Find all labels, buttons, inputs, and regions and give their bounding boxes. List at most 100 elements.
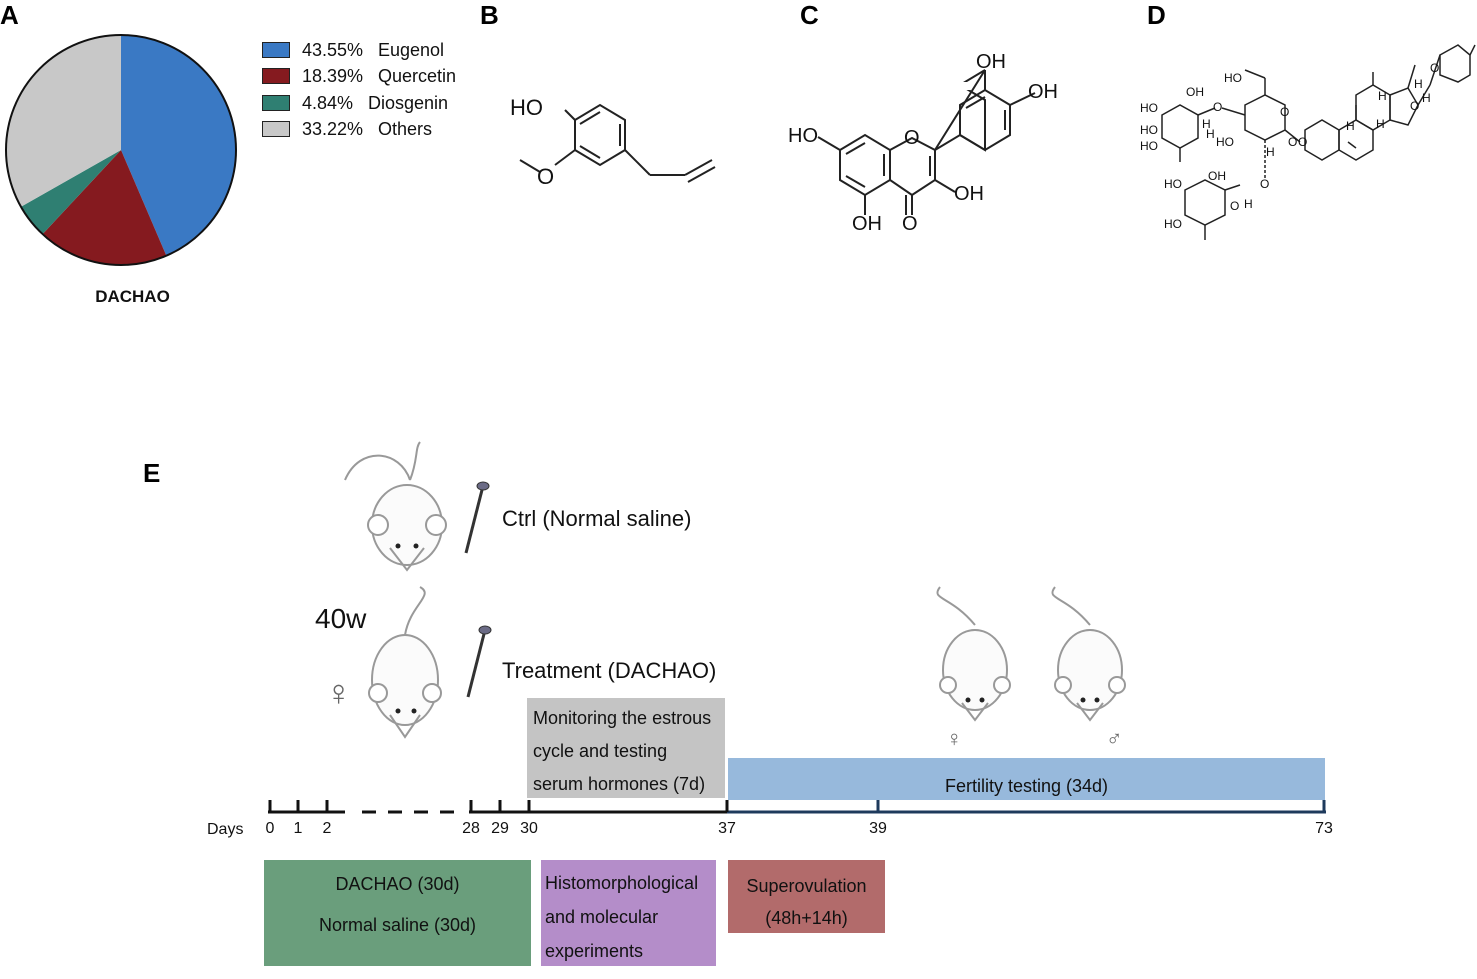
tick-label-73: 73 [1315,820,1333,837]
legend-value-quercetin: 18.39% [302,65,364,86]
diosgenin-label-5: HO [1224,71,1242,85]
legend-value-others: 33.22% [302,118,364,139]
tick-label-39: 39 [869,820,887,837]
panel-label-c: C [800,0,819,30]
legend-label-diosgenin: Diosgenin [368,92,449,113]
eugenol-label-ho: HO [510,95,543,120]
quercetin-label-o-bottom: O [902,213,918,235]
superovulation-line-2: (48h+14h) [765,908,848,928]
diosgenin-label-16: HO [1164,217,1182,231]
histo-line-2: and molecular [545,907,659,927]
diosgenin-label-14: HO [1164,177,1182,191]
diosgenin-label-9: O [1280,105,1289,119]
legend-item-eugenol: 43.55% Eugenol [262,39,444,61]
monitoring-box: Monitoring the estrous cycle and testing… [527,698,725,798]
legend-item-quercetin: 18.39% Quercetin [262,65,456,87]
panel-label-e: E [143,458,161,488]
ctrl-label: Ctrl (Normal saline) [502,506,692,531]
diosgenin-label-18: H [1244,197,1253,211]
diosgenin-label-15: OH [1208,169,1226,183]
legend-label-quercetin: Quercetin [378,65,457,86]
pie-slice-quercetin [42,150,167,265]
diosgenin-label-17: O [1230,199,1239,213]
diosgenin-label-12: H [1206,127,1215,141]
diosgenin-label-1: HO [1140,101,1158,115]
histo-box: Histomorphological and molecular experim… [541,860,716,966]
mouse-ctrl-icon [344,441,447,572]
dachao-line-1: DACHAO (30d) [335,874,460,894]
syringe-treatment-icon [466,625,492,698]
female-symbol-small: ♀ [946,726,963,751]
diosgenin-label-20: H [1346,119,1355,133]
diosgenin-label-8: HO [1216,135,1234,149]
quercetin-label-oh-right: OH [1028,81,1058,103]
pie-slice-eugenol [121,35,236,256]
diosgenin-label-23: H [1414,77,1423,91]
quercetin-structure: OH OH HO O OH OH O [788,51,1058,235]
eugenol-label-o: O [537,164,554,189]
tick-label-37: 37 [718,820,736,837]
male-symbol-small: ♂ [1106,726,1123,751]
tick-label-2: 2 [322,820,332,837]
diosgenin-label-4: HO [1140,139,1158,153]
superovulation-box: Superovulation (48h+14h) [728,860,885,933]
tick-label-29: 29 [491,820,509,837]
fertility-label: Fertility testing (34d) [944,776,1109,796]
tick-label-0: 0 [265,820,275,837]
pie-slice-others [6,34,122,207]
legend-label-eugenol: Eugenol [378,39,445,60]
female-symbol-large: ♀ [325,672,352,713]
days-label: Days [207,821,244,838]
quercetin-label-oh-top: OH [976,51,1006,73]
diosgenin-label-19: O [1288,135,1297,149]
tick-label-28: 28 [462,820,480,837]
superovulation-line-1: Superovulation [746,876,867,896]
legend-swatch-quercetin [262,68,290,84]
quercetin-label-ho-left: HO [788,125,818,147]
syringe-ctrl-icon [464,481,490,554]
panel-label-d: D [1147,0,1166,30]
fertility-box: Fertility testing (34d) [728,758,1325,800]
quercetin-label-oh-bottom: OH [852,213,882,235]
diosgenin-label-7: H [1202,117,1211,131]
histo-line-1: Histomorphological [545,873,699,893]
diosgenin-structure: HO OH HO HO HO O H HO O H O H O HO OH HO… [1140,44,1476,240]
diosgenin-label-13: O [1260,177,1269,191]
mouse-treatment-icon [368,586,442,739]
quercetin-label-o-ring: O [904,127,920,149]
tick-label-30: 30 [520,820,538,837]
pie-outline [5,34,237,266]
panel-label-b: B [480,0,499,30]
diosgenin-label-26: O [1410,99,1419,113]
legend-value-eugenol: 43.55% [302,39,364,60]
panel-label-a: A [0,0,19,30]
legend-swatch-diosgenin [262,95,290,111]
legend-swatch-eugenol [262,42,290,58]
age-label: 40w [315,603,367,634]
legend-item-diosgenin: 4.84% Diosgenin [262,92,448,114]
diosgenin-label-3: HO [1140,123,1158,137]
diosgenin-label-21: H [1376,117,1385,131]
diosgenin-label-25: O [1430,61,1439,75]
treatment-label: Treatment (DACHAO) [502,658,717,683]
dachao-box: DACHAO (30d) Normal saline (30d) [264,860,531,966]
mouse-male-icon [1051,586,1126,722]
histo-line-3: experiments [545,941,644,961]
diosgenin-label-6: O [1213,100,1222,114]
diosgenin-label-11: O [1298,135,1307,149]
legend-swatch-others [262,121,290,137]
tick-label-1: 1 [293,820,303,837]
pie-slice-diosgenin [21,150,121,235]
pie-chart [5,34,237,266]
legend-value-diosgenin: 4.84% [302,92,354,113]
monitoring-line-2: cycle and testing [533,741,668,761]
monitoring-line-1: Monitoring the estrous [533,708,712,728]
mouse-female-icon [936,586,1011,722]
monitoring-line-3: serum hormones (7d) [533,774,706,794]
diosgenin-label-2: OH [1186,85,1204,99]
legend-label-others: Others [378,118,433,139]
diosgenin-label-22: H [1378,89,1387,103]
eugenol-structure: HO O [510,95,716,189]
diosgenin-label-10: H [1266,145,1275,159]
